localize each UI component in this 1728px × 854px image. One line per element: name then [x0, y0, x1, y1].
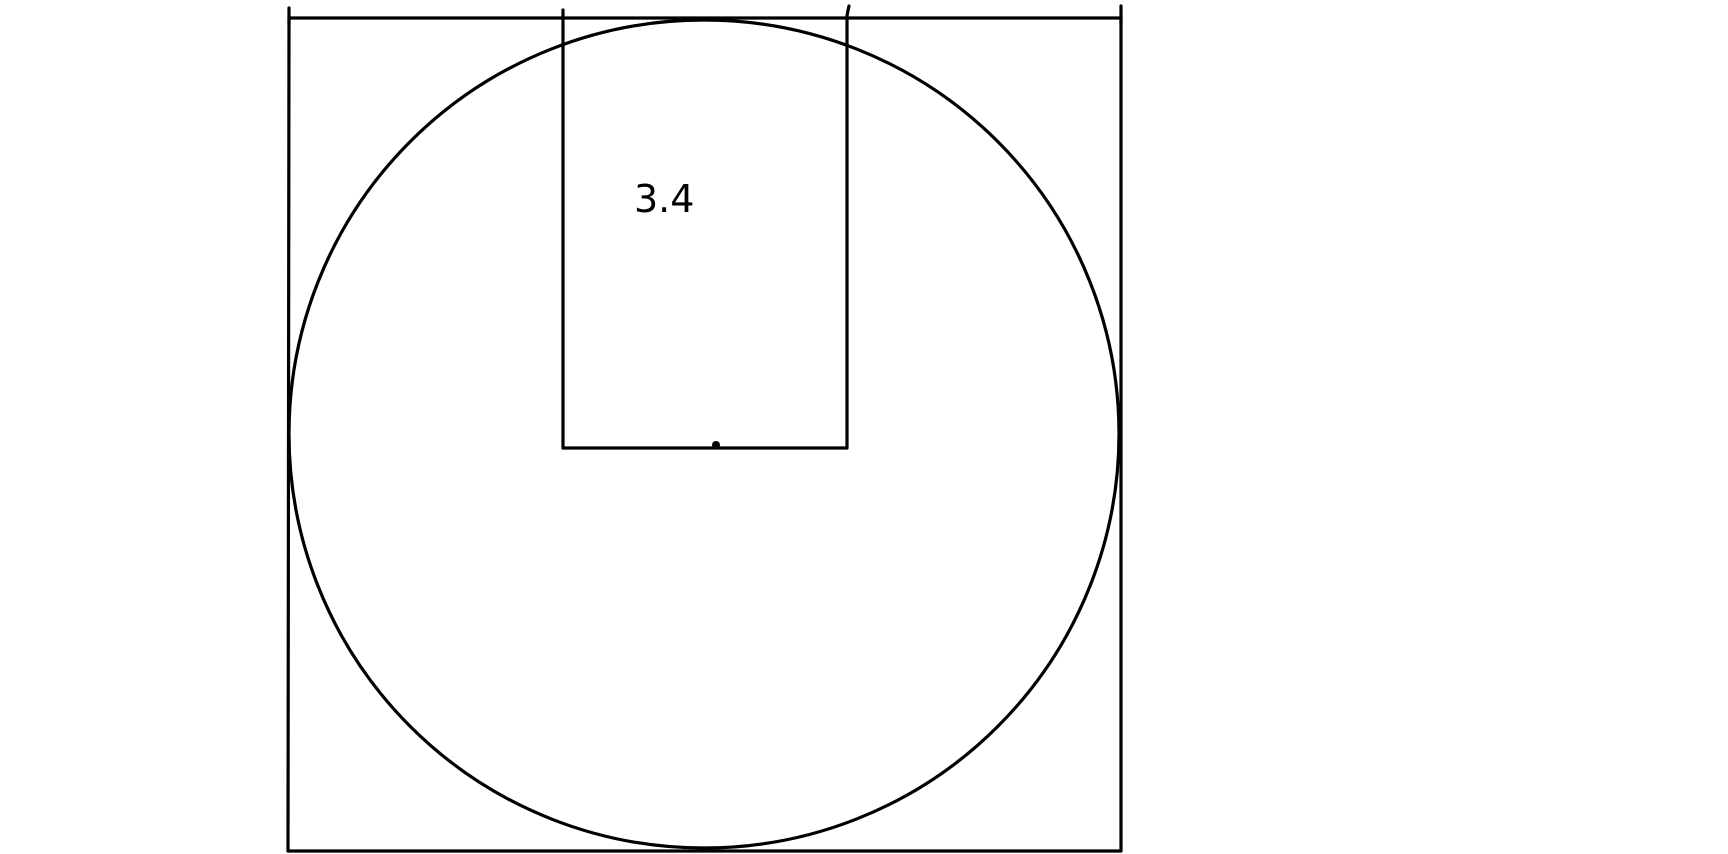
inscribed-circle [287, 18, 1121, 850]
outer-square [286, 16, 1123, 853]
diagram-label: 3.4 [634, 177, 694, 221]
center-point [712, 441, 720, 449]
inner-rectangle [561, 4, 851, 450]
